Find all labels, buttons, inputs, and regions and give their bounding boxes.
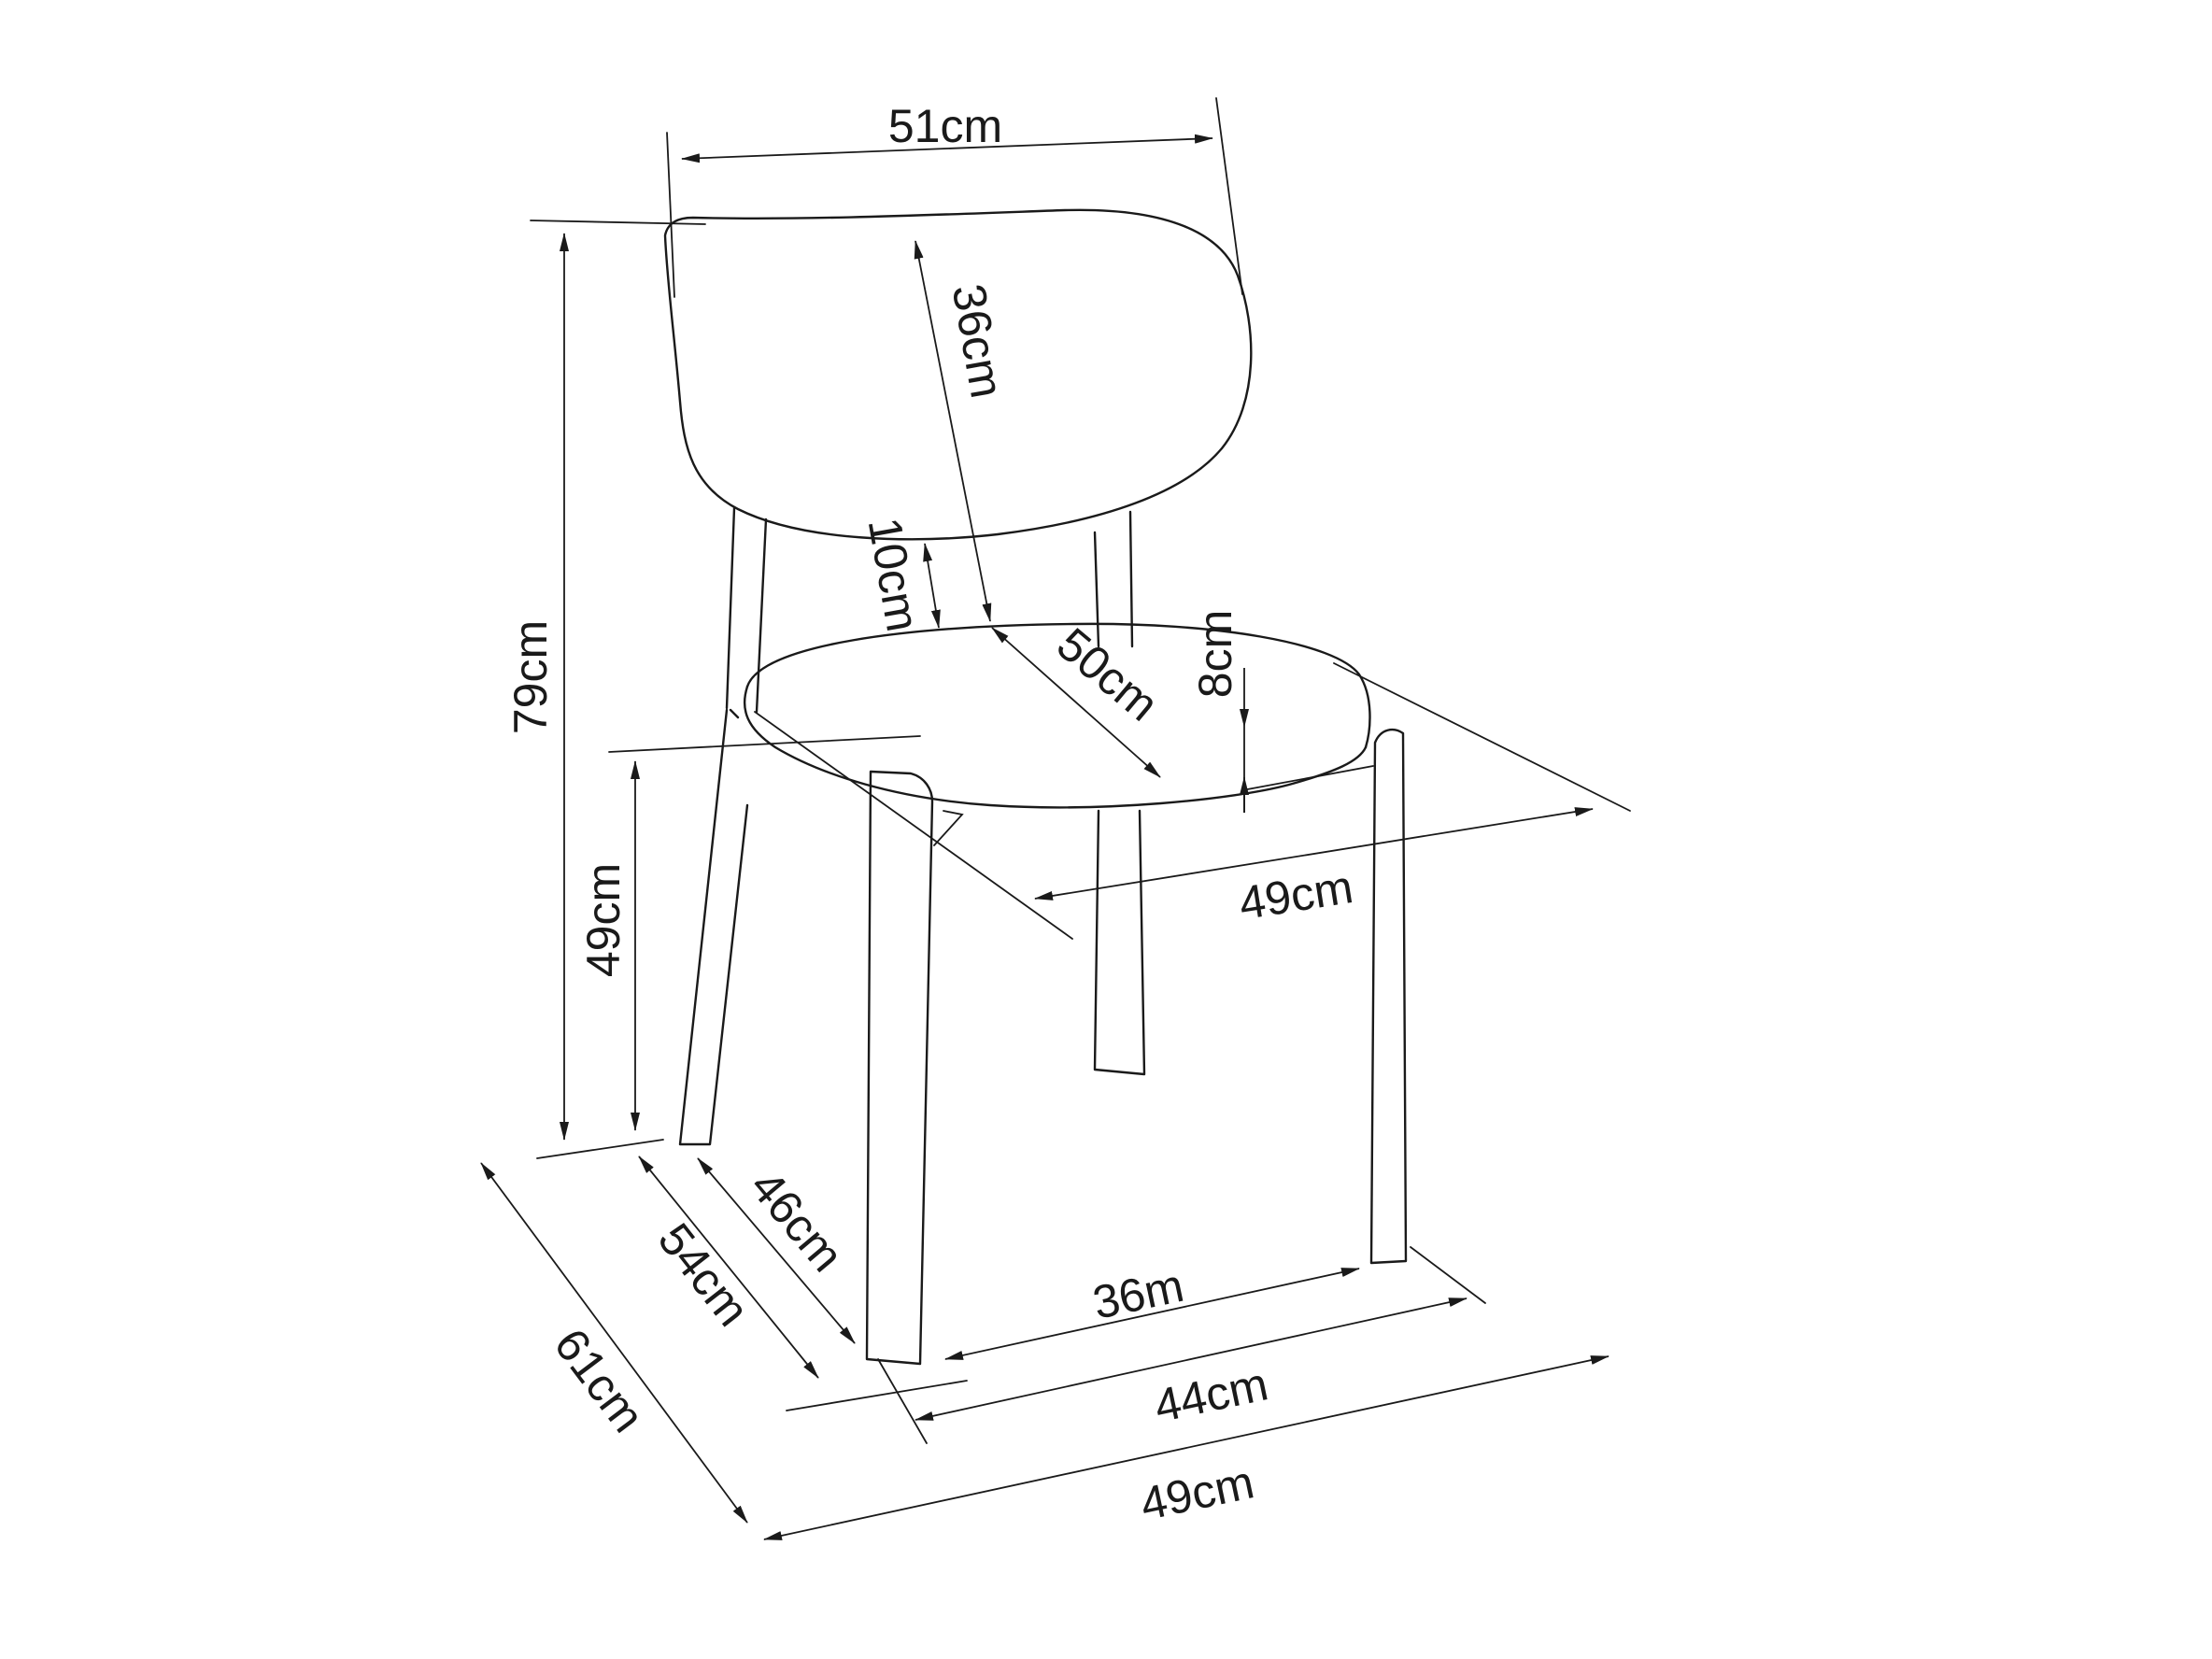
- seat-front: [743, 685, 1368, 809]
- dimension-lines: [480, 134, 1609, 1540]
- rear-leg-right-upper-inner: [1128, 510, 1134, 648]
- dim-line-49cm-total: [763, 1355, 1609, 1540]
- dim-line-61cm: [480, 1162, 748, 1524]
- front-leg-left: [865, 770, 934, 1366]
- rear-leg-right-lower: [1093, 809, 1146, 1076]
- dim-line-10cm: [923, 543, 941, 629]
- backrest: [663, 208, 1253, 541]
- rear-leg-left-seam: [729, 708, 740, 719]
- seat-rail: [1241, 765, 1374, 791]
- label-seat-height: 49cm: [577, 863, 630, 977]
- rear-leg-left-upper: [725, 506, 736, 710]
- dim-line-51cm: [681, 134, 1213, 163]
- rear-leg-left-upper-inner: [755, 518, 768, 714]
- dim-line-46cm: [697, 1157, 856, 1344]
- label-width-total: 49cm: [1136, 1455, 1258, 1530]
- dim-line-49cm-seat-width: [1034, 807, 1594, 900]
- rear-leg-left-lower: [678, 708, 749, 1146]
- label-width-legs: 44cm: [1150, 1357, 1272, 1432]
- dim-line-50cm: [991, 627, 1161, 778]
- label-seat-width: 49cm: [1236, 860, 1357, 929]
- label-seat-thickness: 8cm: [1189, 610, 1241, 698]
- label-backrest-gap: 10cm: [858, 514, 929, 635]
- seat-underside: [933, 810, 964, 846]
- label-width-legs-inner: 36m: [1088, 1259, 1188, 1329]
- label-backrest-height: 36cm: [943, 280, 1014, 402]
- front-leg-right: [1369, 728, 1408, 1265]
- label-seat-depth: 50cm: [1047, 617, 1169, 730]
- label-depth-total: 61cm: [544, 1319, 654, 1441]
- label-total-height: 79cm: [504, 620, 557, 734]
- label-depth-legs-inner: 46cm: [740, 1160, 853, 1282]
- label-depth-legs: 54cm: [648, 1213, 759, 1336]
- seat-top: [745, 622, 1371, 749]
- label-backrest-width: 51cm: [888, 100, 1002, 152]
- dim-line-36cm: [914, 240, 992, 622]
